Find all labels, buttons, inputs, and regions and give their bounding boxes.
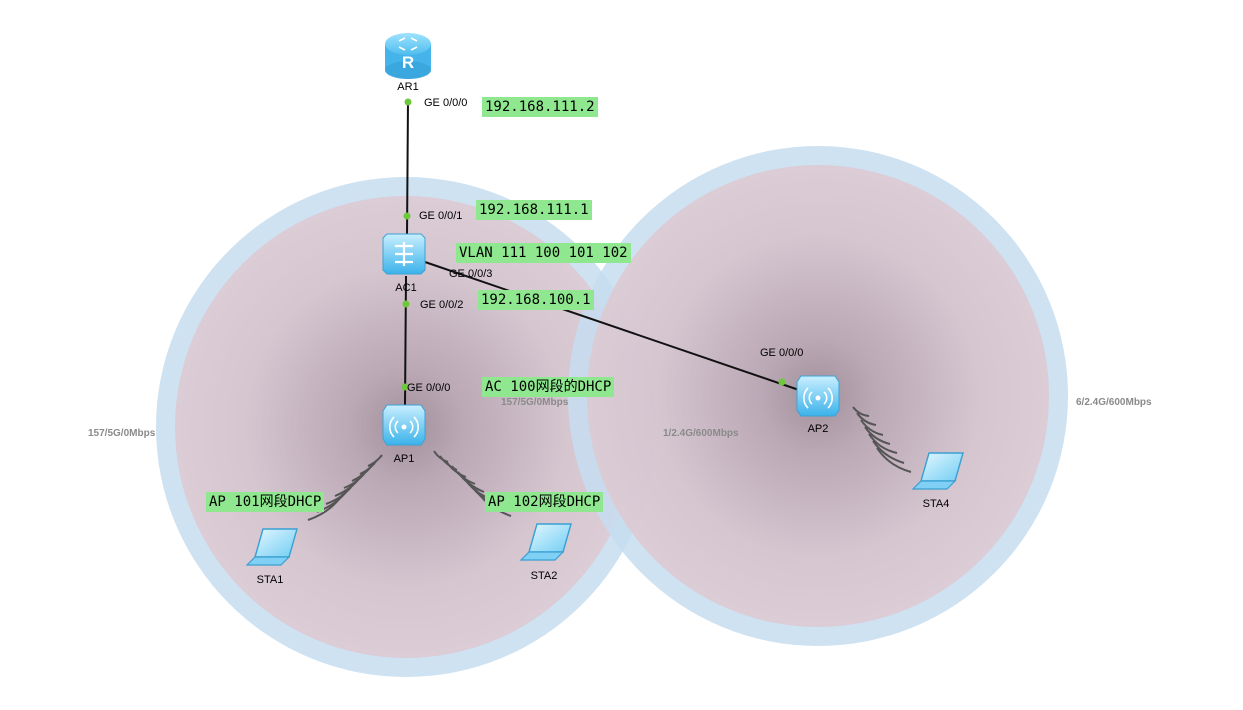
port-dots bbox=[401, 98, 786, 391]
access-controller-icon[interactable] bbox=[382, 233, 426, 275]
port-label-ar1-ge000: GE 0/0/0 bbox=[424, 97, 468, 109]
svg-text:R: R bbox=[402, 53, 414, 72]
port-label-ap1-ge000: GE 0/0/0 bbox=[407, 382, 451, 394]
device-label-ap2: AP2 bbox=[807, 423, 829, 435]
laptop-icon[interactable] bbox=[519, 523, 572, 561]
port-dot-ap2 bbox=[778, 378, 786, 386]
note-ap102-dhcp: AP 102网段DHCP bbox=[485, 492, 604, 512]
port-dot-ac1-down bbox=[402, 300, 410, 308]
laptop-icon[interactable] bbox=[911, 452, 964, 490]
device-label-sta1: STA1 bbox=[256, 574, 284, 586]
laptop-icon[interactable] bbox=[245, 528, 298, 566]
radio-rate-ap1-right: 157/5G/0Mbps bbox=[501, 397, 569, 408]
port-dot-ar1 bbox=[404, 98, 412, 106]
note-ac1-ip-up: 192.168.111.1 bbox=[476, 200, 592, 220]
note-ap101-dhcp: AP 101网段DHCP bbox=[206, 492, 325, 512]
port-label-ac1-ge001: GE 0/0/1 bbox=[419, 210, 463, 222]
port-label-ap2-ge000: GE 0/0/0 bbox=[760, 347, 804, 359]
note-ar1-ip: 192.168.111.2 bbox=[482, 97, 598, 117]
device-label-ac1: AC1 bbox=[395, 282, 417, 294]
note-ac1-ip-down: 192.168.100.1 bbox=[478, 290, 594, 310]
radio-rate-ap1-left: 157/5G/0Mbps bbox=[88, 428, 156, 439]
device-label-sta2: STA2 bbox=[530, 570, 558, 582]
access-point-icon[interactable] bbox=[382, 404, 426, 446]
radio-rate-ap2-right: 6/2.4G/600Mbps bbox=[1076, 397, 1152, 408]
note-vlans: VLAN 111 100 101 102 bbox=[456, 243, 631, 263]
port-label-ac1-ge002: GE 0/0/2 bbox=[420, 299, 464, 311]
device-label-ap1: AP1 bbox=[393, 453, 415, 465]
access-point-icon[interactable] bbox=[796, 375, 840, 417]
router-icon[interactable]: R bbox=[385, 33, 431, 79]
device-label-ar1: AR1 bbox=[397, 81, 419, 93]
signal-waves-ap2-sta4 bbox=[852, 406, 912, 473]
device-label-sta4: STA4 bbox=[922, 498, 950, 510]
radio-rate-ap2-left: 1/2.4G/600Mbps bbox=[663, 428, 739, 439]
port-dot-ac1-up bbox=[403, 212, 411, 220]
note-ac-dhcp: AC 100网段的DHCP bbox=[482, 377, 615, 397]
link-ac1-ap2 bbox=[424, 261, 800, 391]
port-label-ac1-ge003: GE 0/0/3 bbox=[449, 268, 493, 280]
port-dot-ap1 bbox=[401, 383, 409, 391]
